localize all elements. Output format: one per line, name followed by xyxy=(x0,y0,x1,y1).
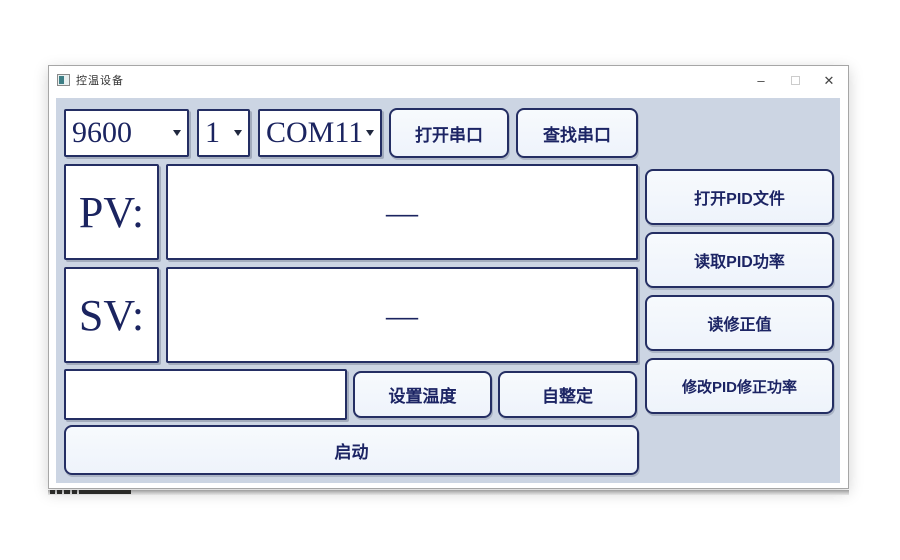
window-title: 控温设备 xyxy=(76,75,124,87)
app-window: 控温设备 – ✕ 9600 1 COM11 打开串口 查找串口 xyxy=(48,65,849,489)
open-pid-file-button[interactable]: 打开PID文件 xyxy=(645,169,834,225)
minimize-button[interactable]: – xyxy=(757,72,765,88)
close-button[interactable]: ✕ xyxy=(823,72,835,88)
temperature-input[interactable] xyxy=(64,369,347,420)
titlebar[interactable]: 控温设备 – ✕ xyxy=(49,66,848,94)
find-serial-button[interactable]: 查找串口 xyxy=(516,108,638,158)
pv-value-display: — xyxy=(166,164,638,260)
open-serial-button[interactable]: 打开串口 xyxy=(389,108,509,158)
param-dropdown[interactable]: 1 xyxy=(197,109,250,157)
chevron-down-icon xyxy=(366,130,374,136)
background-window-strip xyxy=(48,490,849,495)
main-panel: 9600 1 COM11 打开串口 查找串口 PV: — SV: — 打开PID… xyxy=(56,98,840,483)
read-pid-power-button[interactable]: 读取PID功率 xyxy=(645,232,834,288)
pv-label: PV: xyxy=(64,164,159,260)
maximize-icon xyxy=(790,75,800,85)
read-correction-button[interactable]: 读修正值 xyxy=(645,295,834,351)
window-controls: – ✕ xyxy=(752,66,838,94)
chevron-down-icon xyxy=(173,130,181,136)
chevron-down-icon xyxy=(234,130,242,136)
param-value: 1 xyxy=(205,116,220,149)
sv-label: SV: xyxy=(64,267,159,363)
start-button[interactable]: 启动 xyxy=(64,425,639,475)
com-port-value: COM11 xyxy=(266,116,364,149)
maximize-button[interactable] xyxy=(786,71,804,89)
baud-rate-value: 9600 xyxy=(72,116,132,149)
set-temperature-button[interactable]: 设置温度 xyxy=(353,371,492,418)
modify-pid-correction-button[interactable]: 修改PID修正功率 xyxy=(645,358,834,414)
baud-rate-dropdown[interactable]: 9600 xyxy=(64,109,189,157)
app-icon xyxy=(57,74,70,86)
sv-value-display: — xyxy=(166,267,638,363)
com-port-dropdown[interactable]: COM11 xyxy=(258,109,382,157)
autotune-button[interactable]: 自整定 xyxy=(498,371,637,418)
